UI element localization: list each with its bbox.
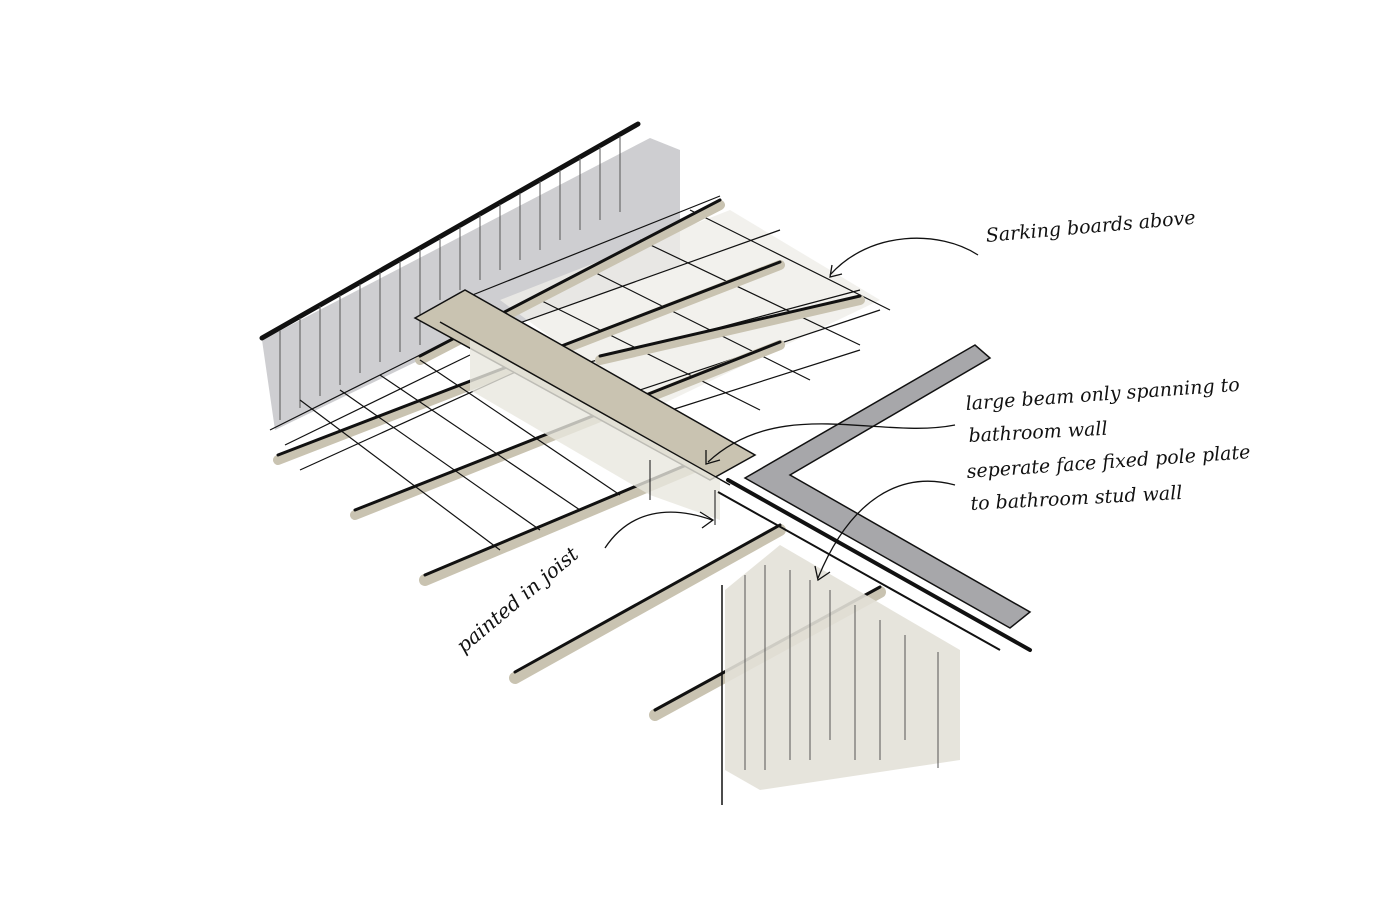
left-stud-wall (259, 121, 680, 430)
bathroom-stud-wall (721, 545, 960, 805)
sarking-arrow (829, 237, 979, 276)
beam-arrow (707, 423, 956, 463)
large-beam (413, 289, 757, 525)
joist-arrow (604, 511, 713, 549)
plate-arrow (817, 480, 956, 579)
pole-plate (717, 344, 1032, 652)
leader-arrows (604, 237, 979, 582)
